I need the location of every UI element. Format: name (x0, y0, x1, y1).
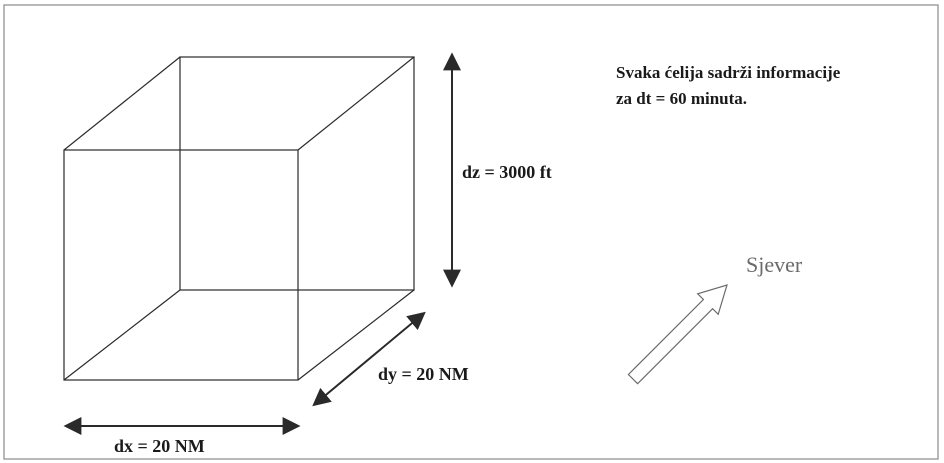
cube-back-face (179, 56, 415, 291)
cell-info-line1: Svaka ćelija sadrži informacije (616, 63, 841, 82)
dx-label: dx = 20 NM (114, 436, 205, 456)
cube-front-face (63, 149, 299, 381)
dy-arrow-icon (312, 311, 426, 407)
dy-label: dy = 20 NM (378, 364, 469, 384)
cell-info-line2: za dt = 60 minuta. (616, 89, 747, 108)
cube-edge-bottom-left (63, 289, 181, 381)
diagram-frame (3, 4, 939, 460)
cube-edge-top-right (297, 56, 415, 151)
north-label: Sjever (746, 252, 803, 277)
wireframe-cube (63, 56, 415, 381)
north-arrow-icon (627, 284, 728, 385)
dz-label: dz = 3000 ft (462, 162, 552, 182)
cube-edge-top-left (63, 56, 181, 151)
